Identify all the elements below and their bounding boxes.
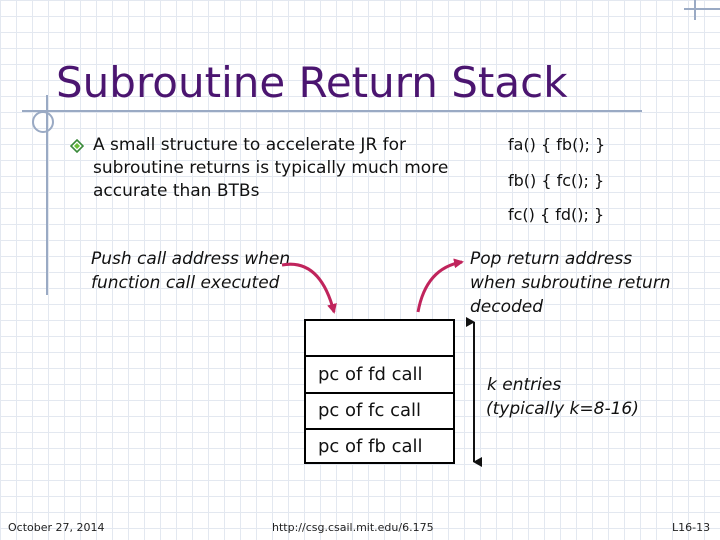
- bullet-text: A small structure to accelerate JR for s…: [93, 135, 449, 201]
- code-line-fc: fc() { fd(); }: [508, 205, 605, 224]
- stack-entry-fc: pc of fc call: [318, 400, 421, 421]
- footer-url[interactable]: http://csg.csail.mit.edu/6.175: [272, 521, 434, 534]
- decor-top-right-bar: [684, 8, 720, 10]
- footer-date: October 27, 2014: [8, 521, 105, 534]
- entries-label-line2: (typically k=8-16): [486, 399, 639, 419]
- stack-entry-fb: pc of fb call: [318, 436, 423, 457]
- pop-label: Pop return address when subroutine retur…: [470, 249, 671, 317]
- decor-horizontal-line: [22, 110, 642, 112]
- return-stack: [304, 319, 455, 464]
- stack-entry-fd: pc of fd call: [318, 364, 423, 385]
- stack-divider: [304, 355, 455, 357]
- push-label: Push call address when function call exe…: [91, 249, 291, 293]
- diamond-bullet-icon: [70, 139, 84, 153]
- slide-title: Subroutine Return Stack: [56, 58, 568, 107]
- decor-circle: [32, 111, 54, 133]
- decor-top-right-line: [694, 0, 696, 20]
- footer-page-number: L16-13: [672, 521, 711, 534]
- decor-vertical-line: [46, 95, 48, 295]
- entries-label-line1: k entries: [487, 375, 562, 395]
- code-line-fb: fb() { fc(); }: [508, 171, 605, 190]
- push-arrow: [281, 262, 337, 314]
- stack-divider: [304, 392, 455, 394]
- code-line-fa: fa() { fb(); }: [508, 135, 606, 154]
- pop-arrow: [416, 258, 464, 313]
- stack-divider: [304, 428, 455, 430]
